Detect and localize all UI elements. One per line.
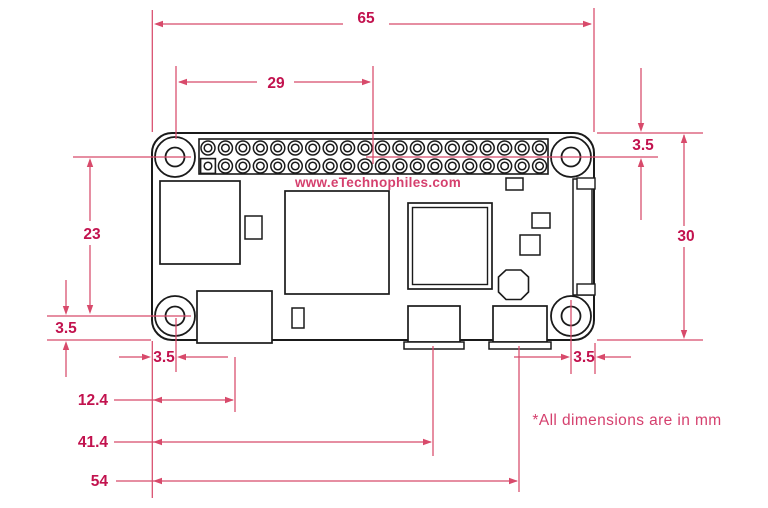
dim-label-23: 23	[83, 226, 101, 243]
footnote-text: *All dimensions are in mm	[532, 412, 721, 429]
gpio-pin-hole	[290, 161, 300, 171]
gpio-pin-hole	[343, 161, 353, 171]
pcb-board: www.eTechnophiles.com	[151, 132, 596, 350]
dim-hole-span-y: 23	[83, 158, 101, 314]
gpio-pin-hole	[238, 161, 248, 171]
octagon-component	[497, 269, 530, 301]
gpio-pin-hole	[308, 161, 318, 171]
camera-connector	[572, 177, 596, 296]
small-component-3	[531, 212, 551, 229]
gpio-pin-hole	[395, 143, 405, 153]
dim-hole-inset-top-right: 3.5	[632, 68, 654, 220]
gpio-pin-hole	[325, 161, 335, 171]
dim-hole-inset-bottom-left: 3.5	[119, 349, 228, 366]
gpio-pin-hole	[377, 161, 388, 171]
gpio-pins	[199, 140, 548, 175]
gpio-pin-hole	[377, 143, 388, 153]
dim-label-29: 29	[267, 75, 285, 92]
dim-board-width: 65	[154, 10, 592, 28]
dim-label-3.5-left: 3.5	[55, 320, 77, 337]
gpio-pin-hole	[517, 161, 527, 171]
dim-label-54: 54	[91, 473, 109, 490]
dim-label-41.4: 41.4	[78, 434, 109, 451]
gpio-pin-hole	[203, 161, 213, 171]
usb-data-connector	[403, 305, 465, 350]
gpio-pin-hole	[238, 143, 248, 153]
gpio-pin-hole	[255, 143, 265, 153]
dim-hdmi-offset: 12.4	[78, 392, 234, 409]
small-component-1	[244, 215, 263, 240]
gpio-pin-hole	[447, 143, 457, 153]
dim-label-3.5-top-right: 3.5	[632, 137, 654, 154]
small-component-4	[519, 234, 541, 256]
watermark-text: www.eTechnophiles.com	[294, 175, 461, 190]
gpio-pin-hole	[220, 161, 230, 171]
gpio-pin-hole	[255, 161, 265, 171]
gpio-pin-hole	[273, 143, 283, 153]
gpio-pin-hole	[360, 161, 370, 171]
small-component-5	[291, 307, 305, 329]
gpio-pin-hole	[447, 161, 457, 171]
dim-hole-span-x: 29	[178, 75, 371, 92]
gpio-pin-hole	[203, 143, 213, 153]
dim-usb-data-offset: 41.4	[78, 434, 432, 451]
extension-lines	[47, 8, 703, 498]
small-component-2	[505, 177, 524, 191]
usb-power-connector	[488, 305, 552, 350]
sd-card-slot	[159, 180, 241, 265]
dim-usb-power-offset: 54	[91, 473, 518, 490]
mini-hdmi-connector	[196, 290, 273, 344]
gpio-pin-hole	[535, 161, 545, 171]
gpio-pin-hole	[412, 143, 422, 153]
gpio-pin-hole	[482, 161, 492, 171]
gpio-pin-hole	[325, 143, 335, 153]
dim-hole-inset-bottom-right: 3.5	[514, 349, 631, 366]
gpio-pin-hole	[412, 161, 422, 171]
gpio-pin-hole	[395, 161, 405, 171]
gpio-pin-hole	[343, 143, 353, 153]
gpio-pin-hole	[290, 143, 300, 153]
gpio-pin-hole	[308, 143, 318, 153]
dim-label-3.5-bottom-right: 3.5	[573, 349, 595, 366]
gpio-pin-hole	[517, 143, 527, 153]
gpio-pin-hole	[482, 143, 492, 153]
gpio-pin-hole	[465, 143, 475, 153]
dimension-annotations: 65 29 23 3.5 3.5	[47, 8, 703, 498]
dim-label-65: 65	[357, 10, 375, 27]
gpio-pin-hole	[273, 161, 283, 171]
dim-label-12.4: 12.4	[78, 392, 109, 409]
gpio-pin-hole	[430, 161, 440, 171]
dim-hole-inset-left: 3.5	[55, 280, 77, 377]
gpio-pin-hole	[360, 143, 370, 153]
dim-label-3.5-bottom-left: 3.5	[153, 349, 175, 366]
gpio-pin-hole	[465, 161, 475, 171]
gpio-pin-hole	[430, 143, 440, 153]
soc-chip	[284, 190, 390, 295]
wireless-module	[407, 202, 493, 290]
gpio-pin-hole	[500, 161, 510, 171]
gpio-pin-hole	[220, 143, 230, 153]
dim-label-30: 30	[677, 228, 694, 245]
dim-board-height: 30	[677, 134, 695, 339]
gpio-pin-hole	[500, 143, 510, 153]
gpio-pin-hole	[535, 143, 545, 153]
